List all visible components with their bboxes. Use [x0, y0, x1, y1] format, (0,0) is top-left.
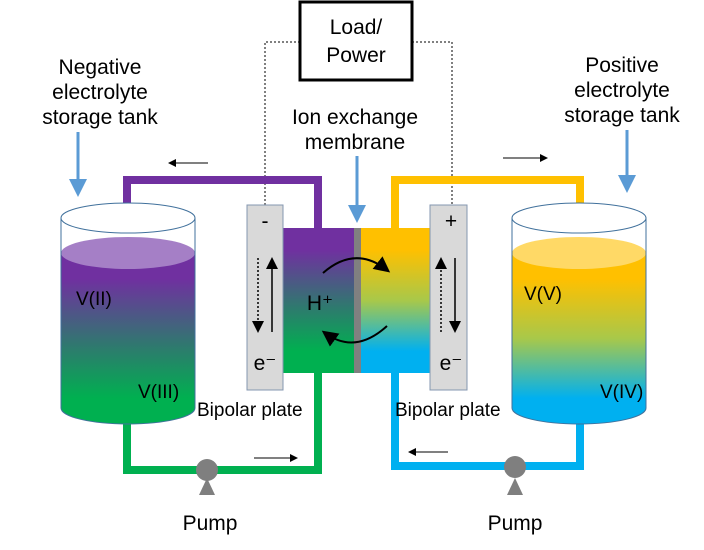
- bipolar-plate-right: [429, 204, 468, 391]
- membrane-label-2: membrane: [305, 131, 405, 154]
- load-power-box: Load/ Power: [298, 0, 414, 82]
- negative-tank-label-3: storage tank: [42, 106, 158, 129]
- membrane-label-1: Ion exchange: [292, 106, 418, 129]
- pump-right-label: Pump: [488, 512, 543, 535]
- blue-pipe: [391, 370, 584, 470]
- pump-right-icon: [504, 456, 526, 495]
- bipolar-plate-left: [246, 204, 284, 391]
- v5-label: V(V): [524, 284, 562, 305]
- plus-sign: +: [445, 210, 457, 233]
- negative-tank: V(II) V(III): [60, 202, 196, 425]
- pump-left-icon: [196, 459, 218, 495]
- v4-label: V(IV): [600, 382, 643, 403]
- purple-pipe: [123, 176, 322, 230]
- proton-arrow-discharge: [321, 325, 388, 347]
- positive-tank: V(V) V(IV): [511, 202, 647, 425]
- negative-tank-label-2: electrolyte: [52, 81, 148, 104]
- proton-label: H⁺: [307, 292, 333, 315]
- proton-arrow-charge: [322, 256, 391, 274]
- load-label: Load/: [330, 16, 383, 39]
- negative-tank-label-1: Negative: [59, 56, 142, 79]
- minus-sign: -: [262, 210, 269, 233]
- positive-tank-label-2: electrolyte: [574, 79, 670, 102]
- v2-label: V(II): [76, 289, 112, 310]
- positive-tank-label-1: Positive: [585, 54, 659, 77]
- green-pipe: [123, 370, 322, 474]
- v3-label: V(III): [138, 382, 179, 403]
- electron-right: e⁻: [440, 352, 463, 375]
- electron-left: e⁻: [254, 352, 277, 375]
- positive-tank-label-3: storage tank: [564, 104, 680, 127]
- ion-exchange-membrane: [354, 228, 361, 373]
- power-label: Power: [326, 44, 386, 67]
- bipolar-plate-left-label: Bipolar plate: [197, 400, 303, 421]
- negative-half-cell: [283, 228, 355, 373]
- pump-left-label: Pump: [183, 512, 238, 535]
- wire-positive: [412, 41, 453, 205]
- bipolar-plate-right-label: Bipolar plate: [395, 400, 501, 421]
- yellow-pipe: [391, 176, 584, 230]
- positive-half-cell: [361, 228, 431, 373]
